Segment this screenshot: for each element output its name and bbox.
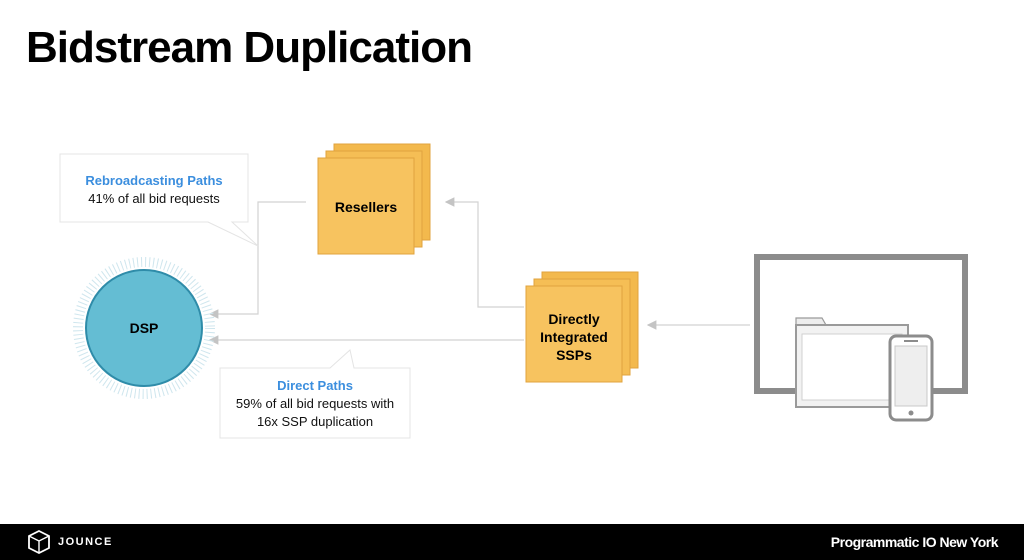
resellers-stack	[317, 143, 431, 255]
direct-text-line1: 59% of all bid requests with	[235, 396, 395, 411]
ssps-label-line3: SSPs	[556, 347, 592, 363]
slide-title: Bidstream Duplication	[26, 23, 473, 72]
ssps-label: Directly Integrated SSPs	[522, 310, 626, 364]
rebroadcast-text: 41% of all bid requests	[88, 191, 220, 206]
slide-footer: JOUNCE Programmatic IO New York	[0, 524, 1024, 560]
dsp-label: DSP	[129, 320, 159, 336]
arrow-ssps-to-resellers	[444, 197, 524, 308]
event-name: Programmatic IO New York	[830, 534, 999, 550]
direct-text-line2: 16x SSP duplication	[256, 414, 374, 429]
dsp-circle	[73, 257, 215, 399]
jounce-cube-icon	[28, 529, 50, 555]
direct-callout: Direct Paths 59% of all bid requests wit…	[220, 377, 410, 431]
ssps-label-line2: Integrated	[540, 329, 608, 345]
rebroadcast-heading: Rebroadcasting Paths	[85, 173, 223, 188]
rebroadcast-callout-bubble	[59, 153, 259, 247]
resellers-label: Resellers	[334, 199, 398, 215]
brand-name: JOUNCE	[58, 536, 113, 548]
direct-callout-bubble	[219, 349, 411, 439]
arrow-resellers-to-dsp	[208, 201, 306, 319]
ssps-label-line1: Directly	[548, 311, 600, 327]
ssps-stack	[525, 271, 639, 383]
direct-heading: Direct Paths	[277, 378, 353, 393]
screen-devices-icon	[754, 254, 968, 422]
rebroadcast-callout: Rebroadcasting Paths 41% of all bid requ…	[60, 172, 248, 208]
